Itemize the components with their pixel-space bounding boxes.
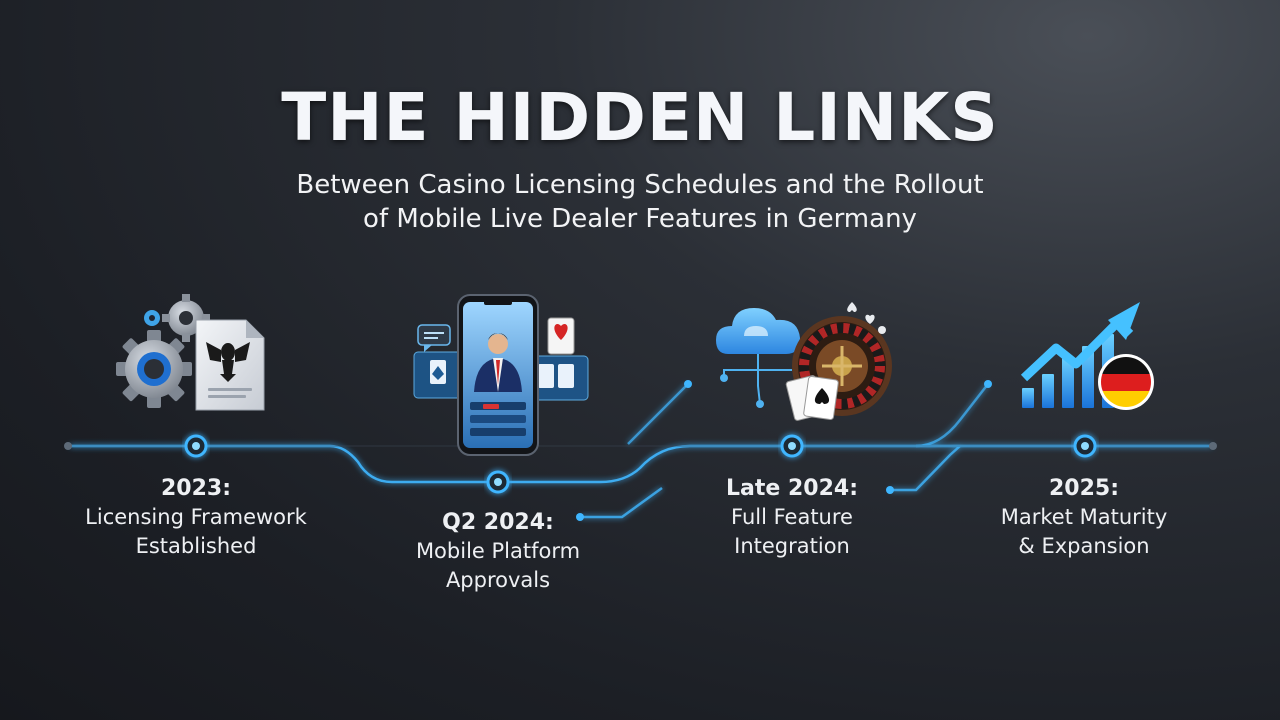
milestone-node-late-2024: [780, 434, 804, 458]
branch-dot: [576, 513, 584, 521]
branch-dot: [684, 380, 692, 388]
growth-chart-germany-flag-icon: [1020, 302, 1154, 410]
milestone-label-q2-2024: Q2 2024: Mobile Platform Approvals: [378, 508, 618, 595]
milestone-text-line-2: Integration: [734, 534, 850, 558]
network-connector-icon: [723, 354, 792, 405]
dealer-avatar: [474, 333, 522, 392]
milestone-text-line-1: Full Feature: [731, 505, 853, 529]
eagle-icon: [206, 342, 250, 382]
playing-card-icon: [547, 317, 575, 355]
milestone-text-line-2: Established: [135, 534, 257, 558]
cloud-roulette-cards-icon: [716, 302, 892, 421]
phone-bet-buttons: [470, 402, 526, 436]
page-title: THE HIDDEN LINKS: [281, 79, 999, 156]
small-gear-icon: [162, 294, 210, 342]
gear-document-eagle-icon: [116, 294, 265, 411]
milestone-year: Q2 2024:: [442, 510, 554, 535]
tiny-gear-icon: [144, 310, 160, 326]
milestone-text-line-2: Approvals: [445, 568, 551, 592]
milestone-year: 2023:: [160, 476, 232, 501]
branch-dot: [886, 486, 894, 494]
subtitle-line-1: Between Casino Licensing Schedules and t…: [296, 170, 984, 200]
cloud-icon: [716, 308, 800, 354]
milestone-node-q2-2024: [486, 470, 510, 494]
milestone-label-late-2024: Late 2024: Full Feature Integration: [672, 474, 912, 561]
chat-bubble-icon: [417, 324, 451, 352]
milestone-label-2023: 2023: Licensing Framework Established: [66, 474, 326, 561]
milestone-text-line-1: Mobile Platform: [415, 539, 581, 563]
milestone-text-line-2: & Expansion: [1018, 534, 1150, 558]
milestone-year: Late 2024:: [726, 476, 858, 501]
subtitle-line-2: of Mobile Live Dealer Features in German…: [363, 204, 917, 234]
timeline-end-dot: [1209, 442, 1217, 450]
large-gear-icon: [116, 330, 192, 408]
milestone-node-2023: [184, 434, 208, 458]
branch-dot: [984, 380, 992, 388]
mobile-live-dealer-icon: [413, 294, 589, 456]
milestone-node-2025: [1073, 434, 1097, 458]
card-suit-icons: [847, 302, 886, 334]
milestone-label-2025: 2025: Market Maturity & Expansion: [964, 474, 1204, 561]
page-subtitle: Between Casino Licensing Schedules and t…: [0, 168, 1280, 236]
trend-arrow-icon: [1020, 302, 1140, 382]
germany-flag-icon: [1098, 354, 1154, 410]
document-icon: [195, 319, 265, 411]
playing-cards-icon: [785, 375, 839, 421]
milestone-year: 2025:: [1048, 476, 1120, 501]
timeline-start-dot: [64, 442, 72, 450]
milestone-text-line-1: Licensing Framework: [85, 505, 307, 529]
milestone-text-line-1: Market Maturity: [1000, 505, 1168, 529]
